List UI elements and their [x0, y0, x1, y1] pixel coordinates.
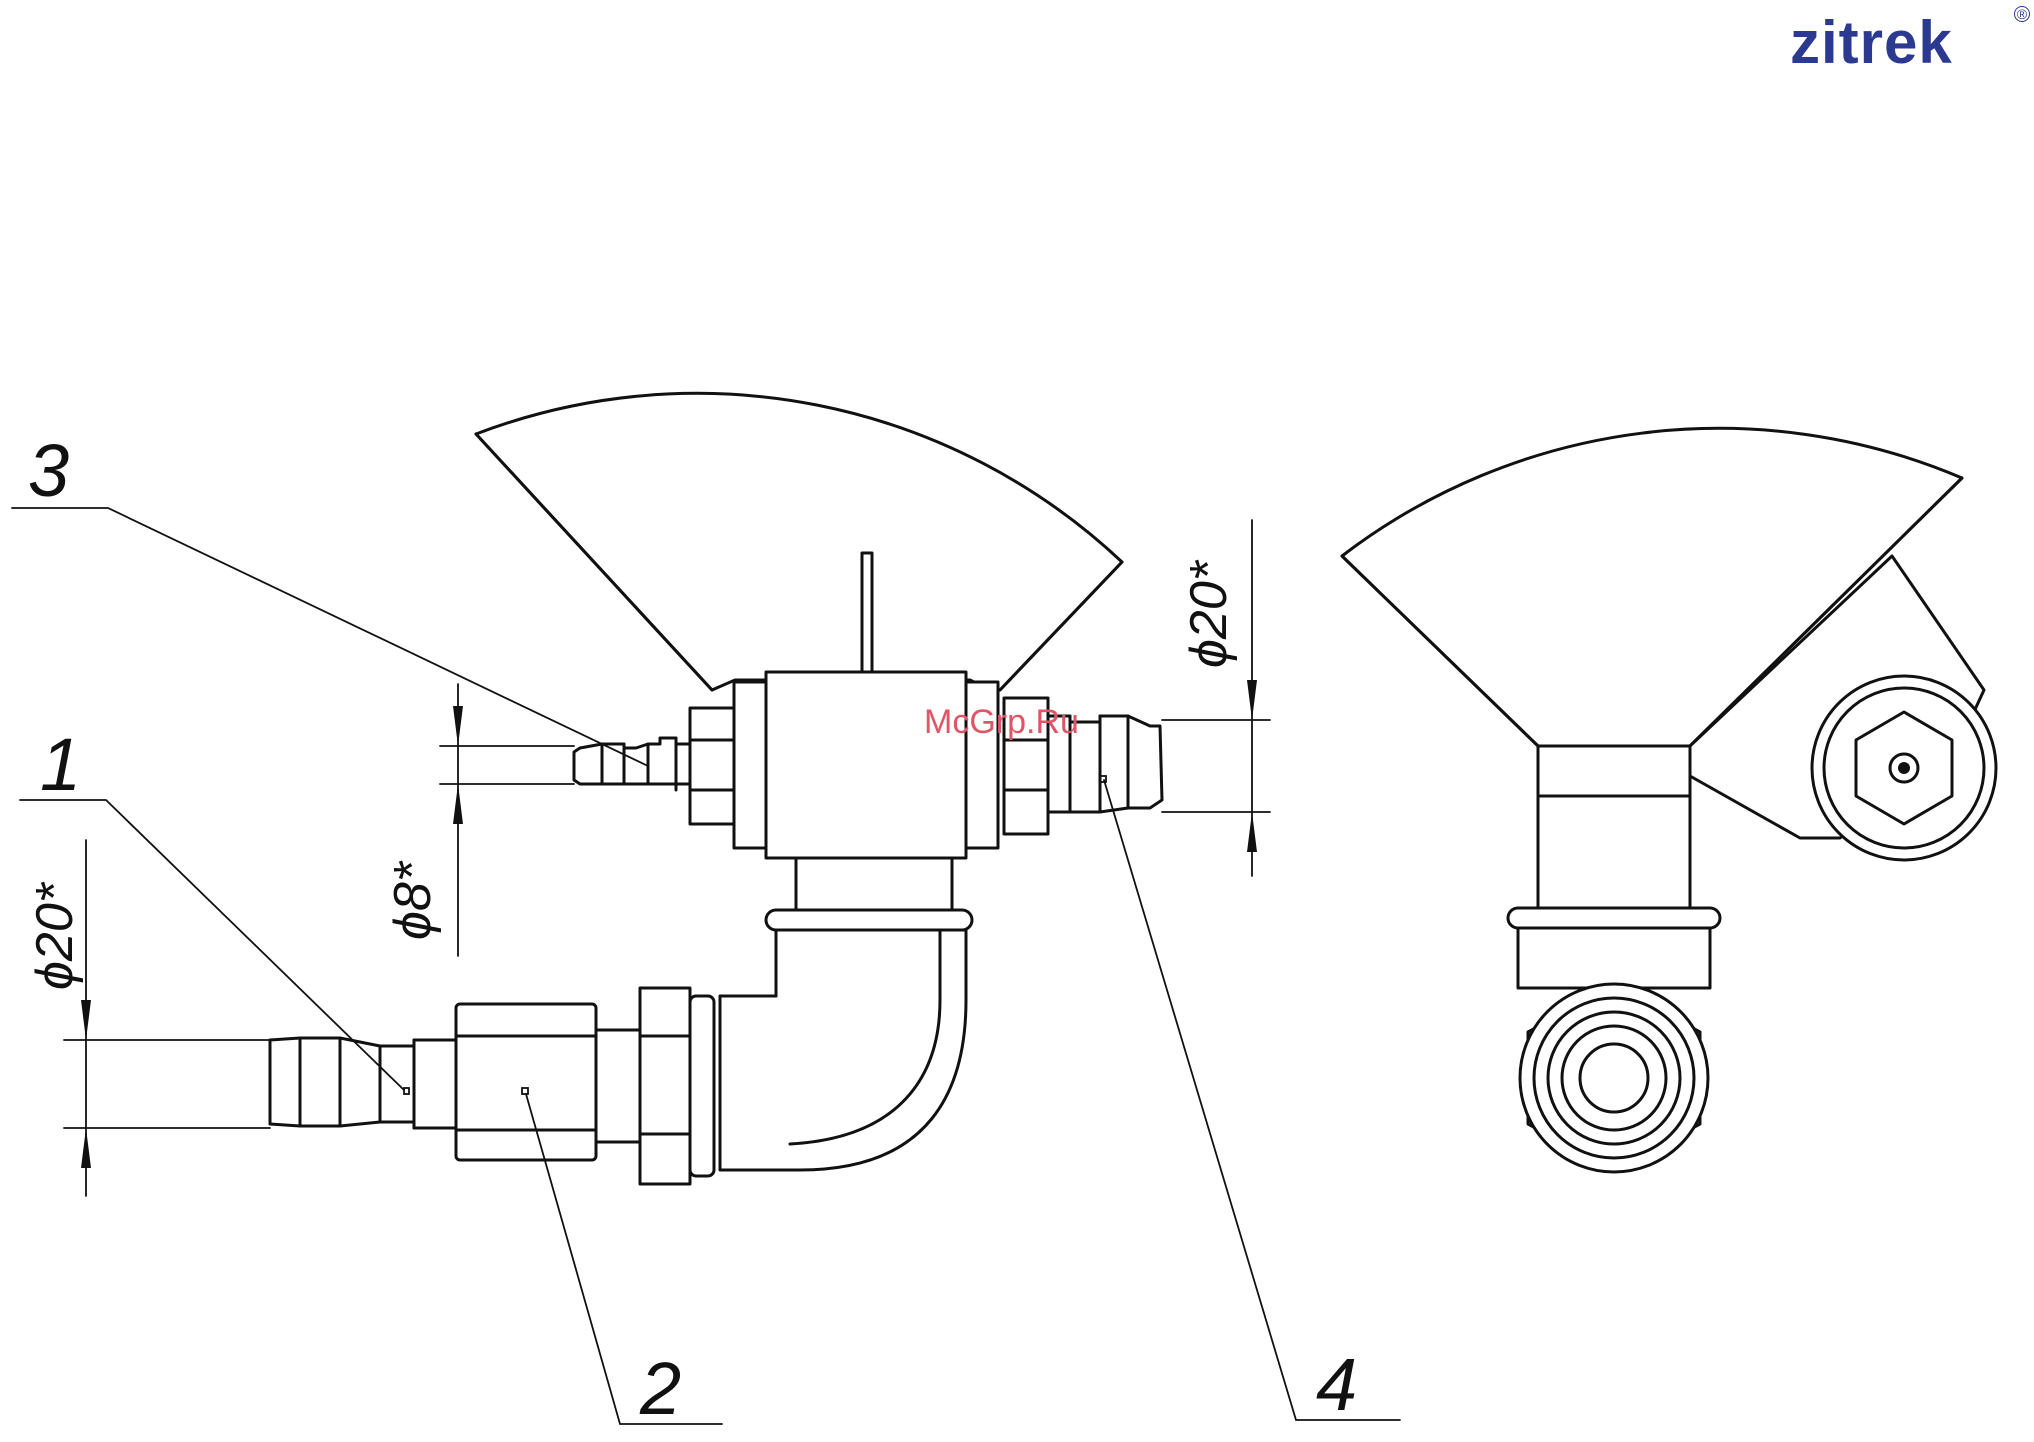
callout-1: 1 — [40, 723, 81, 806]
callout-3: 3 — [28, 429, 69, 512]
side-hex-fitting — [1812, 676, 1996, 860]
dim-right-outlet-label: ϕ20* — [1180, 559, 1238, 668]
watermark: McGrp.Ru — [924, 702, 1079, 742]
small-barbed-fitting — [574, 738, 690, 790]
side-view — [1342, 428, 1996, 1172]
dim-small-fitting — [440, 684, 574, 956]
callout-2: 2 — [639, 1347, 681, 1430]
valve-body — [766, 672, 966, 858]
dim-small-fitting-label: ϕ8* — [384, 860, 442, 940]
leader-3 — [12, 508, 648, 766]
front-view — [12, 393, 1400, 1424]
callout-4: 4 — [1316, 1343, 1357, 1426]
front-funnel — [476, 393, 1122, 690]
dim-left-inlet-label: ϕ20* — [26, 881, 84, 990]
inlet-coupling — [456, 1004, 596, 1160]
left-barbed-inlet — [270, 1038, 456, 1128]
lower-stem — [796, 858, 952, 910]
dim-left-inlet — [64, 840, 270, 1196]
side-hex-coupling — [1520, 984, 1708, 1172]
